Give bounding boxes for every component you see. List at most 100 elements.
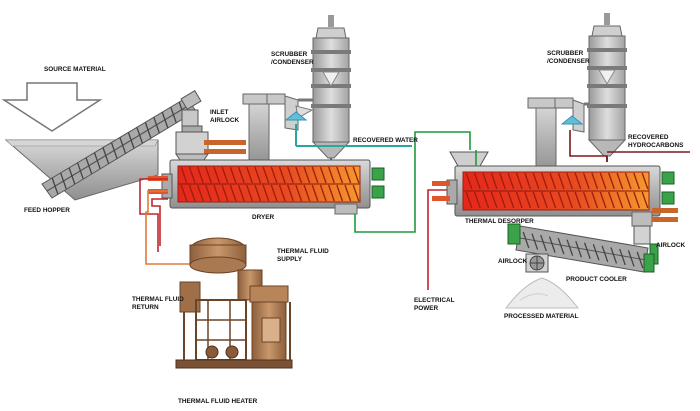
screw-flight (583, 242, 591, 259)
screw-flight (507, 191, 515, 209)
screw-flight (221, 166, 229, 184)
airlock-left-label: AIRLOCK (498, 258, 528, 265)
screw-flight (295, 166, 303, 184)
screw-flight (51, 177, 59, 195)
screw-flight (636, 251, 644, 269)
screw-flight (619, 248, 626, 266)
screw-flight (549, 191, 557, 209)
screw-flight (465, 191, 473, 209)
feed-hopper-label: FEED HOPPER (24, 207, 70, 214)
screw-flight (352, 166, 360, 184)
screw-flight (303, 184, 311, 202)
scrubber-condenser-right-label: SCRUBBER /CONDENSER (547, 50, 590, 65)
screw-flight (144, 122, 152, 139)
thermal-fluid-heater-label: THERMAL FLUID HEATER (178, 398, 258, 405)
screw-flight (262, 184, 270, 202)
screw-flight (575, 241, 583, 258)
screw-flight (85, 157, 93, 174)
screw-flight (566, 191, 573, 209)
screw-flight (531, 233, 539, 250)
thermal-fluid-loop-dryer (139, 178, 198, 265)
screw-flight (582, 172, 590, 190)
screw-flight (153, 116, 161, 134)
recovered-hydrocarbons-label: RECOVERED HYDROCARBONS (628, 134, 684, 149)
thermal-fluid-supply-label: THERMAL FLUID SUPPLY (277, 248, 329, 263)
screw-flight (110, 142, 118, 159)
screw-flight (287, 166, 294, 184)
screw-flight (262, 166, 270, 184)
screw-flight (352, 184, 360, 202)
screw-flight (582, 191, 590, 209)
screw-flight (548, 236, 556, 253)
screw-flight (608, 191, 615, 209)
thermal-fluid-heater (175, 237, 293, 369)
screw-flight (213, 166, 221, 184)
screw-flight (482, 172, 490, 190)
screw-flight (254, 184, 262, 202)
screw-flight (524, 172, 532, 190)
screw-flight (490, 191, 498, 209)
screw-flight (161, 111, 169, 129)
product-cooler (507, 223, 655, 273)
screw-flight (237, 184, 245, 202)
screw-flight (303, 166, 311, 184)
screw-flight (246, 184, 253, 202)
screw-flight (344, 184, 352, 202)
screw-flight (532, 172, 540, 190)
screw-flight (541, 191, 548, 209)
screw-flight (641, 172, 649, 190)
screw-flight (507, 172, 515, 190)
recovered-water-label: RECOVERED WATER (353, 137, 418, 144)
scrubber-condenser-right (560, 13, 627, 162)
screw-flight (499, 172, 506, 190)
screw-flight (188, 184, 196, 202)
screw-flight (522, 231, 530, 249)
screw-flight (557, 237, 565, 255)
screw-flight (68, 167, 76, 185)
screw-flight (180, 166, 188, 184)
screw-flight (557, 172, 565, 190)
product-cooler-label: PRODUCT COOLER (566, 276, 627, 283)
screw-flight (608, 172, 615, 190)
screw-flight (515, 191, 523, 209)
screw-flight (592, 244, 600, 261)
screw-flight (254, 166, 262, 184)
transfer-line (354, 131, 471, 233)
screw-flight (344, 166, 352, 184)
screw-flight (196, 166, 204, 184)
thermal-fluid-return-label: THERMAL FLUID RETURN (132, 296, 184, 311)
electrical-power-label: ELECTRICAL POWER (414, 297, 455, 312)
screw-flight (196, 184, 204, 202)
screw-flight (610, 247, 618, 264)
screw-flight (540, 234, 547, 252)
screw-flight (641, 191, 649, 209)
screw-flight (549, 172, 557, 190)
screw-conveyor (41, 90, 202, 199)
airlock-right-label: AIRLOCK (656, 242, 686, 249)
screw-flight (336, 184, 344, 202)
screw-flight (180, 184, 188, 202)
screw-flight (601, 245, 609, 263)
screw-flight (229, 166, 237, 184)
screw-flight (127, 132, 135, 149)
processed-material-label: PROCESSED MATERIAL (504, 313, 579, 320)
screw-flight (616, 191, 624, 209)
screw-flight (229, 184, 237, 202)
screw-flight (287, 184, 294, 202)
screw-flight (76, 162, 84, 180)
dryer (148, 159, 385, 215)
scrubber-condenser-left (284, 15, 351, 164)
screw-flight (311, 166, 319, 184)
electrical-power-line (427, 189, 450, 290)
screw-flight (599, 191, 607, 209)
screw-flight (270, 166, 278, 184)
screw-flight (328, 184, 335, 202)
screw-flight (188, 166, 196, 184)
vapor-duct-left (242, 93, 299, 167)
screw-flight (515, 172, 523, 190)
screw-flight (591, 172, 599, 190)
screw-flight (499, 191, 506, 209)
screw-flight (482, 191, 490, 209)
screw-flight (490, 172, 498, 190)
